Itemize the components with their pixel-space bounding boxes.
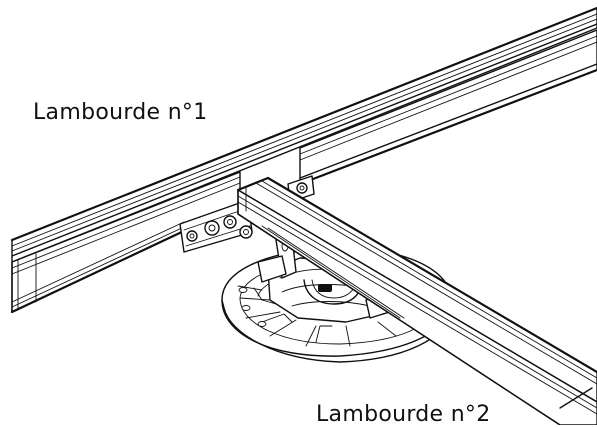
joist-2-label: Lambourde n°2 (316, 402, 491, 427)
joist-1-label: Lambourde n°1 (33, 100, 208, 125)
joist-2 (236, 176, 597, 425)
label-2-leader (559, 387, 593, 409)
joist-1 (10, 6, 597, 314)
